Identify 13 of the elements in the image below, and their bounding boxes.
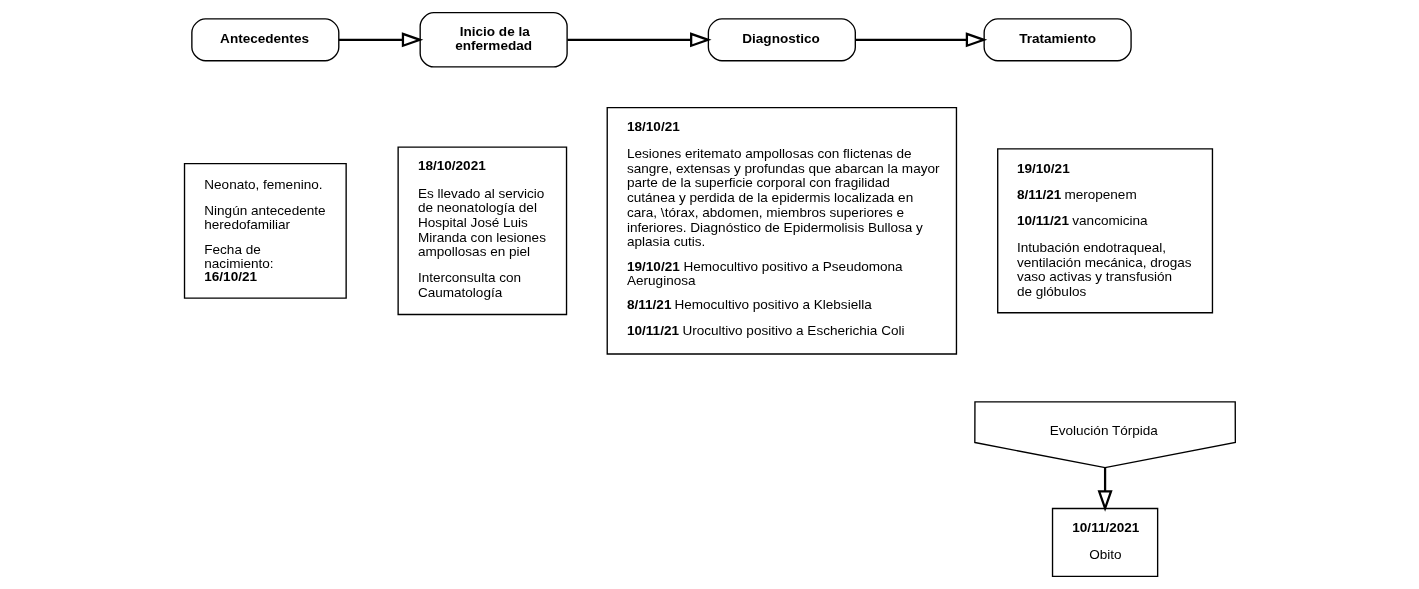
node-box: Tratamiento	[982, 18, 1132, 62]
arrow	[338, 32, 423, 48]
node-box: 10/11/2021 Obito	[1051, 507, 1158, 577]
node-box: 18/10/2021 Es llevado al servicio de neonatología del Hospital José Luis Miranda con lesiones ampollosas en piel Interconsulta con Caumatología	[396, 146, 567, 316]
node-box: Neonato, femenino. Ningún antecedente heredofamiliar Fecha de nacimiento: 16/10/21	[183, 162, 347, 299]
node-box: Antecedentes	[190, 18, 339, 62]
node-box: 19/10/21 8/11/21 meropenem 10/11/21 vancomicina Intubación endotraqueal, ventilación mecánica, drogas vaso activas y transfusión de glóbulos	[996, 148, 1213, 314]
arrow	[1097, 467, 1113, 512]
node-box: 18/10/21 Lesiones eritemato ampollosas con flictenas de sangre, extensas y profundas que abarcan la mayor parte de la superficie corporal con fragilidad cutánea y perdida de la epidermis localizada en cara, \tórax, abdomen, miembros superiores e inferiores. Diagnóstico de Epidermolisis Bullosa y aplasia cutis. 19/10/21 Hemocultivo positivo a Pseudomona Aeruginosa 8/11/21 Hemocultivo positivo a Klebsiella 10/11/21 Urocultivo positivo a Escherichia Coli	[606, 106, 957, 355]
node-box: Inicio de la enfermedad	[419, 12, 568, 68]
arrow	[566, 32, 712, 48]
arrow	[855, 32, 987, 48]
node-box: Diagnostico	[707, 18, 856, 62]
